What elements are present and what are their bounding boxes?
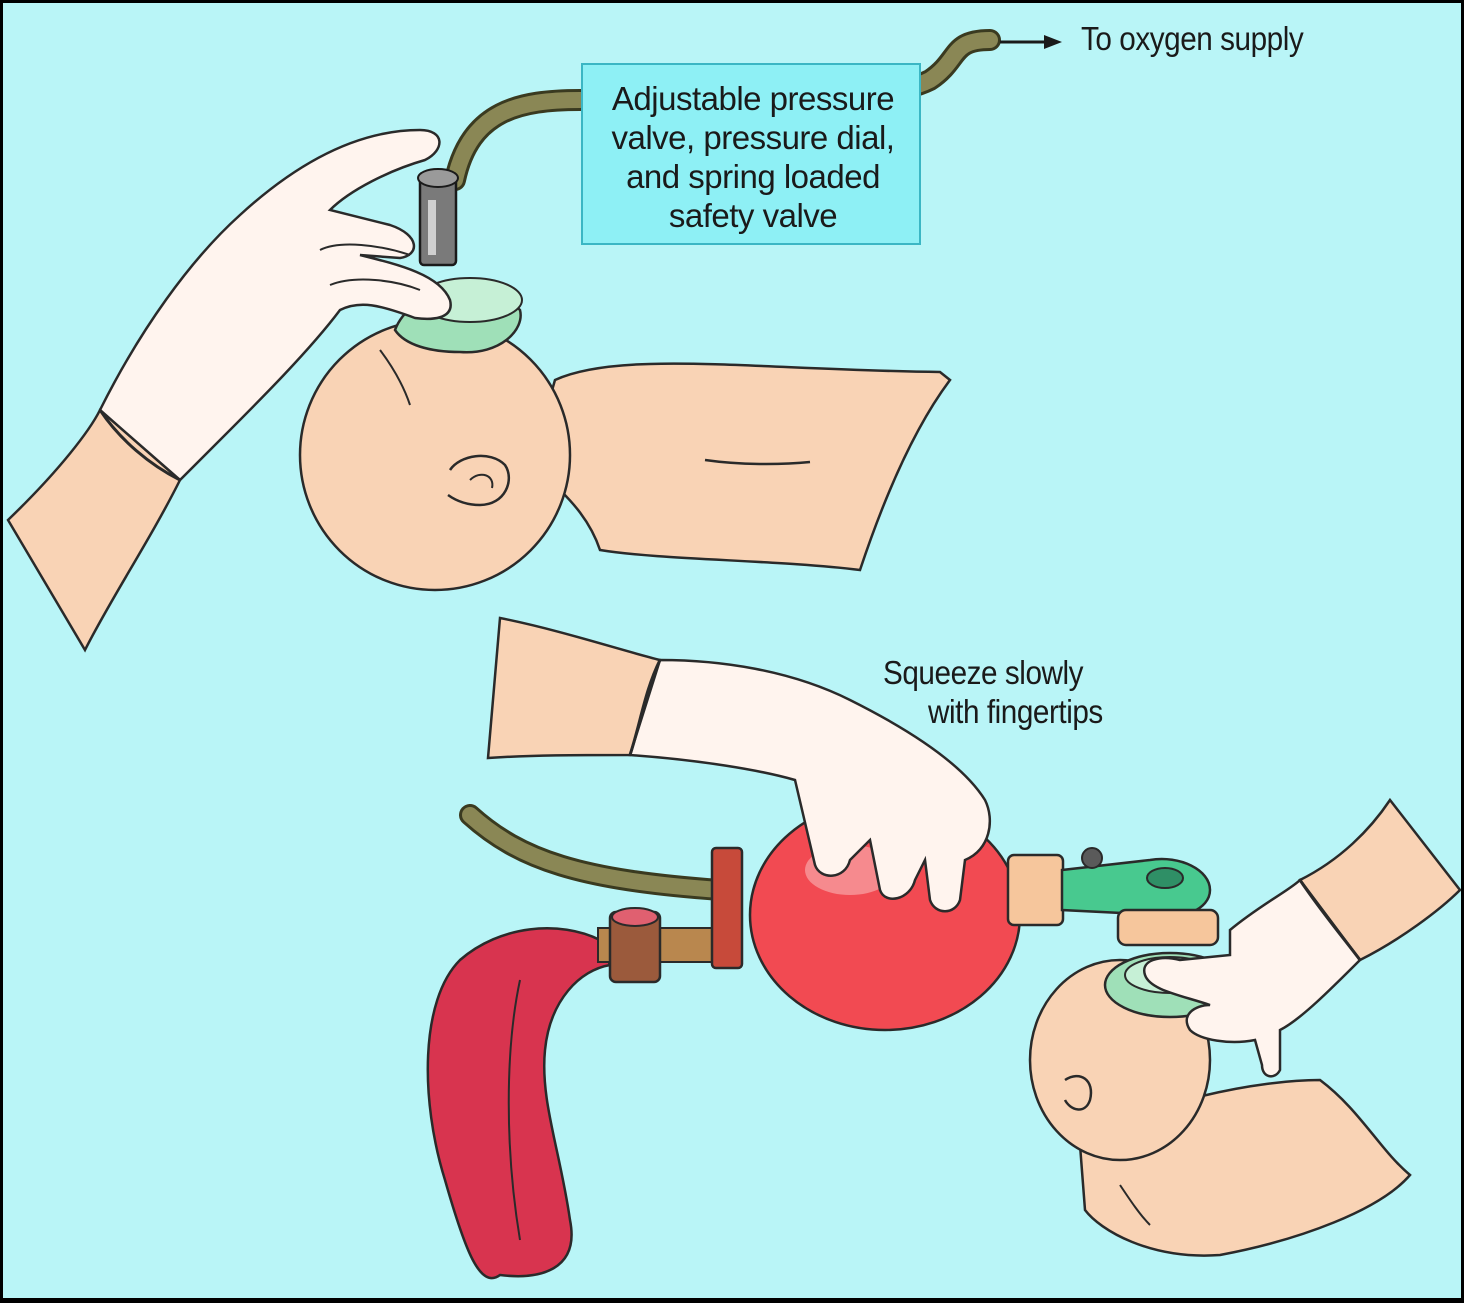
reservoir-connector-valve xyxy=(598,908,728,982)
valve-label-line: Adjustable pressure xyxy=(583,79,923,118)
squeeze-label-line: Squeeze slowly xyxy=(883,653,1103,692)
valve-label-line: and spring loaded xyxy=(583,157,923,196)
valve-callout-box: Adjustable pressure valve, pressure dial… xyxy=(581,63,921,245)
bottom-oxygen-tubing xyxy=(470,815,720,890)
oxygen-arrow xyxy=(1000,35,1062,49)
oxygen-supply-label: To oxygen supply xyxy=(1081,19,1303,58)
valve-label-line: valve, pressure dial, xyxy=(583,118,923,157)
top-infant xyxy=(300,320,950,590)
illustration-panel: To oxygen supply Adjustable pressure val… xyxy=(3,3,1461,1298)
squeeze-instruction-label: Squeeze slowly with fingertips xyxy=(883,653,1103,731)
top-pressure-valve xyxy=(418,169,458,265)
valve-callout-text: Adjustable pressure valve, pressure dial… xyxy=(583,79,923,235)
valve-label-line: safety valve xyxy=(583,196,923,235)
mask-connector xyxy=(1062,848,1218,945)
oxygen-reservoir-bag xyxy=(428,928,610,1278)
squeeze-label-line: with fingertips xyxy=(883,692,1103,731)
